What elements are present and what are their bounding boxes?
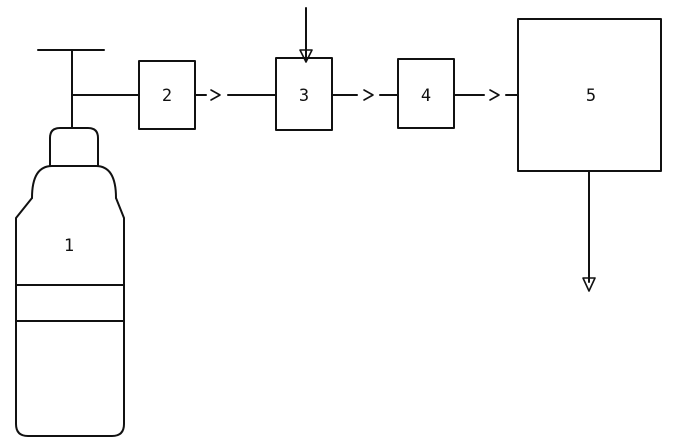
connector-4-to-5 <box>453 89 519 101</box>
unit-2-label: 2 <box>162 86 172 106</box>
unit-4-box <box>397 58 455 129</box>
cylinder-body <box>15 197 125 437</box>
arrow-head-3-4 <box>363 89 374 101</box>
unit-5-label: 5 <box>586 86 596 106</box>
cylinder-label: 1 <box>64 236 74 256</box>
cylinder-cap <box>49 127 99 167</box>
connector-3-to-4 <box>331 89 399 101</box>
arrow-head-4-5 <box>489 89 500 101</box>
cylinder-valve <box>37 49 140 129</box>
unit-4-label: 4 <box>421 86 431 106</box>
arrow-head-2-3 <box>210 89 221 101</box>
unit-3: 3 <box>275 7 333 131</box>
unit-5: 5 <box>517 18 662 292</box>
inlet-arrow-head-3 <box>299 49 313 63</box>
unit-3-label: 3 <box>299 86 309 106</box>
unit-4: 4 <box>397 58 455 129</box>
outlet-arrow-head-5 <box>582 277 596 292</box>
connector-2-to-3 <box>194 89 277 101</box>
gas-cylinder: 1 <box>15 127 125 437</box>
unit-2: 2 <box>138 60 196 130</box>
cylinder-shoulder <box>31 165 117 199</box>
